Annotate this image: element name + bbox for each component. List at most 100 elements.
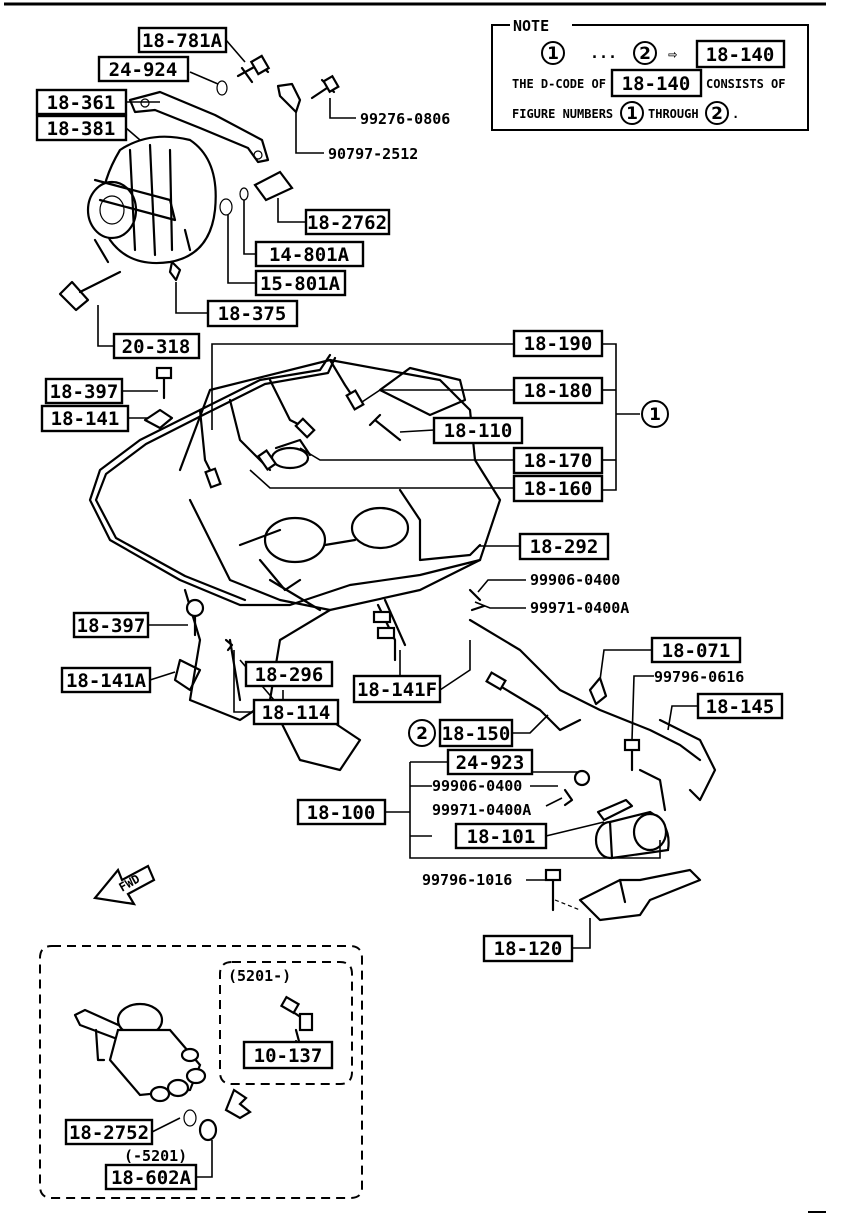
- note-range-end: 2: [639, 44, 651, 64]
- note-box: NOTE 1 ... 2 ⇨ 18-140 THE D-CODE OF 18-1…: [491, 16, 809, 131]
- label-20-318[interactable]: 20-318: [112, 332, 201, 360]
- label-18-120[interactable]: 18-120: [482, 934, 574, 963]
- note-arrow: ⇨: [668, 45, 677, 63]
- label-18-381[interactable]: 18-381: [35, 114, 128, 142]
- note-line3-c: .: [732, 107, 739, 121]
- note-ellipsis: ...: [590, 44, 617, 62]
- label-18-296[interactable]: 18-296: [244, 660, 334, 688]
- note-line2-b: CONSISTS OF: [706, 77, 785, 91]
- part-99906-0400-upper[interactable]: 99906-0400: [530, 571, 620, 589]
- svg-text:10-137: 10-137: [254, 1045, 323, 1067]
- fwd-arrow: FWD: [92, 864, 156, 906]
- label-18-602A[interactable]: 18-602A: [104, 1163, 198, 1191]
- label-boxes: 18-781A 24-924 18-361 18-381 99276-0806 …: [35, 26, 784, 1191]
- label-18-180[interactable]: 18-180: [512, 376, 604, 405]
- label-18-110[interactable]: 18-110: [432, 416, 524, 445]
- svg-text:18-397: 18-397: [50, 381, 119, 403]
- note-title: NOTE: [513, 17, 549, 35]
- label-18-170[interactable]: 18-170: [512, 446, 604, 475]
- label-18-397-upper[interactable]: 18-397: [44, 377, 124, 405]
- inset-distributor: [39, 945, 363, 1199]
- svg-text:18-781A: 18-781A: [142, 30, 223, 52]
- label-18-141[interactable]: 18-141: [40, 404, 130, 433]
- note-line3-n1: 1: [626, 104, 638, 124]
- part-99971-0400A-lower[interactable]: 99971-0400A: [432, 801, 531, 819]
- inset-serial-new: (5201-): [228, 967, 291, 985]
- svg-text:18-2752: 18-2752: [69, 1122, 149, 1144]
- svg-text:18-170: 18-170: [524, 450, 593, 472]
- label-14-801A[interactable]: 14-801A: [254, 240, 365, 268]
- svg-text:18-602A: 18-602A: [111, 1167, 192, 1189]
- part-99971-0400A-upper[interactable]: 99971-0400A: [530, 599, 629, 617]
- label-18-2752[interactable]: 18-2752: [64, 1118, 154, 1146]
- svg-text:18-397: 18-397: [77, 615, 146, 637]
- inset-serial-old: (-5201): [124, 1147, 187, 1165]
- note-line3-a: FIGURE NUMBERS: [512, 107, 613, 121]
- label-18-150[interactable]: 18-150: [438, 718, 514, 748]
- part-99906-0400-lower[interactable]: 99906-0400: [432, 777, 522, 795]
- label-18-071[interactable]: 18-071: [650, 636, 742, 664]
- label-18-160[interactable]: 18-160: [512, 474, 604, 503]
- svg-text:18-141: 18-141: [51, 408, 120, 430]
- part-99796-1016[interactable]: 99796-1016: [422, 871, 512, 889]
- label-18-781A[interactable]: 18-781A: [137, 26, 228, 54]
- label-15-801A[interactable]: 15-801A: [254, 269, 347, 297]
- svg-text:18-150: 18-150: [442, 723, 511, 745]
- label-18-2762[interactable]: 18-2762: [304, 208, 391, 236]
- label-18-141F[interactable]: 18-141F: [352, 674, 442, 704]
- leaders-middle: [122, 343, 698, 949]
- note-code: 18-140: [706, 44, 775, 66]
- svg-text:24-924: 24-924: [109, 59, 178, 81]
- note-line2-a: THE D-CODE OF: [512, 77, 606, 91]
- label-18-101[interactable]: 18-101: [454, 822, 548, 850]
- note-line3-n2: 2: [711, 104, 723, 124]
- label-10-137[interactable]: 10-137: [242, 1040, 334, 1070]
- label-18-141A[interactable]: 18-141A: [60, 666, 152, 694]
- label-18-375[interactable]: 18-375: [206, 299, 299, 328]
- svg-text:18-296: 18-296: [255, 664, 324, 686]
- svg-text:18-375: 18-375: [218, 303, 287, 325]
- part-99276-0806[interactable]: 99276-0806: [360, 110, 450, 128]
- svg-text:18-141A: 18-141A: [66, 670, 147, 692]
- group1-brace: 1: [602, 343, 669, 491]
- ignition-coil-illustration: [544, 676, 717, 922]
- svg-text:20-318: 20-318: [122, 336, 191, 358]
- svg-text:15-801A: 15-801A: [260, 273, 341, 295]
- part-90797-2512[interactable]: 90797-2512: [328, 145, 418, 163]
- svg-text:18-141F: 18-141F: [357, 679, 437, 701]
- engine-illustration: [88, 353, 702, 772]
- leaders-top-left: [97, 39, 356, 347]
- alternator-illustration: [58, 54, 340, 312]
- svg-text:24-923: 24-923: [456, 752, 525, 774]
- svg-text:2: 2: [416, 724, 428, 744]
- note-range-start: 1: [547, 44, 559, 64]
- svg-text:18-071: 18-071: [662, 640, 731, 662]
- label-18-361[interactable]: 18-361: [35, 88, 128, 116]
- part-99796-0616[interactable]: 99796-0616: [654, 668, 744, 686]
- group2-marker: 2: [408, 719, 436, 747]
- label-18-397-lower[interactable]: 18-397: [72, 611, 150, 639]
- svg-text:14-801A: 14-801A: [269, 244, 350, 266]
- svg-text:18-101: 18-101: [467, 826, 536, 848]
- label-24-923[interactable]: 24-923: [446, 748, 534, 776]
- svg-text:18-145: 18-145: [706, 696, 775, 718]
- svg-text:18-190: 18-190: [524, 333, 593, 355]
- svg-text:18-100: 18-100: [307, 802, 376, 824]
- label-18-145[interactable]: 18-145: [696, 692, 784, 720]
- label-18-114[interactable]: 18-114: [252, 698, 340, 726]
- svg-text:18-120: 18-120: [494, 938, 563, 960]
- note-line3-b: THROUGH: [648, 107, 699, 121]
- svg-text:18-110: 18-110: [444, 420, 513, 442]
- label-18-190[interactable]: 18-190: [512, 329, 604, 358]
- label-24-924[interactable]: 24-924: [97, 55, 190, 83]
- note-line2-code: 18-140: [622, 73, 691, 95]
- svg-text:18-381: 18-381: [47, 118, 116, 140]
- svg-text:18-180: 18-180: [524, 380, 593, 402]
- label-18-292[interactable]: 18-292: [518, 532, 610, 561]
- label-18-100[interactable]: 18-100: [296, 798, 387, 826]
- svg-text:18-361: 18-361: [47, 92, 116, 114]
- svg-text:18-2762: 18-2762: [307, 212, 387, 234]
- svg-text:18-292: 18-292: [530, 536, 599, 558]
- svg-text:18-114: 18-114: [262, 702, 331, 724]
